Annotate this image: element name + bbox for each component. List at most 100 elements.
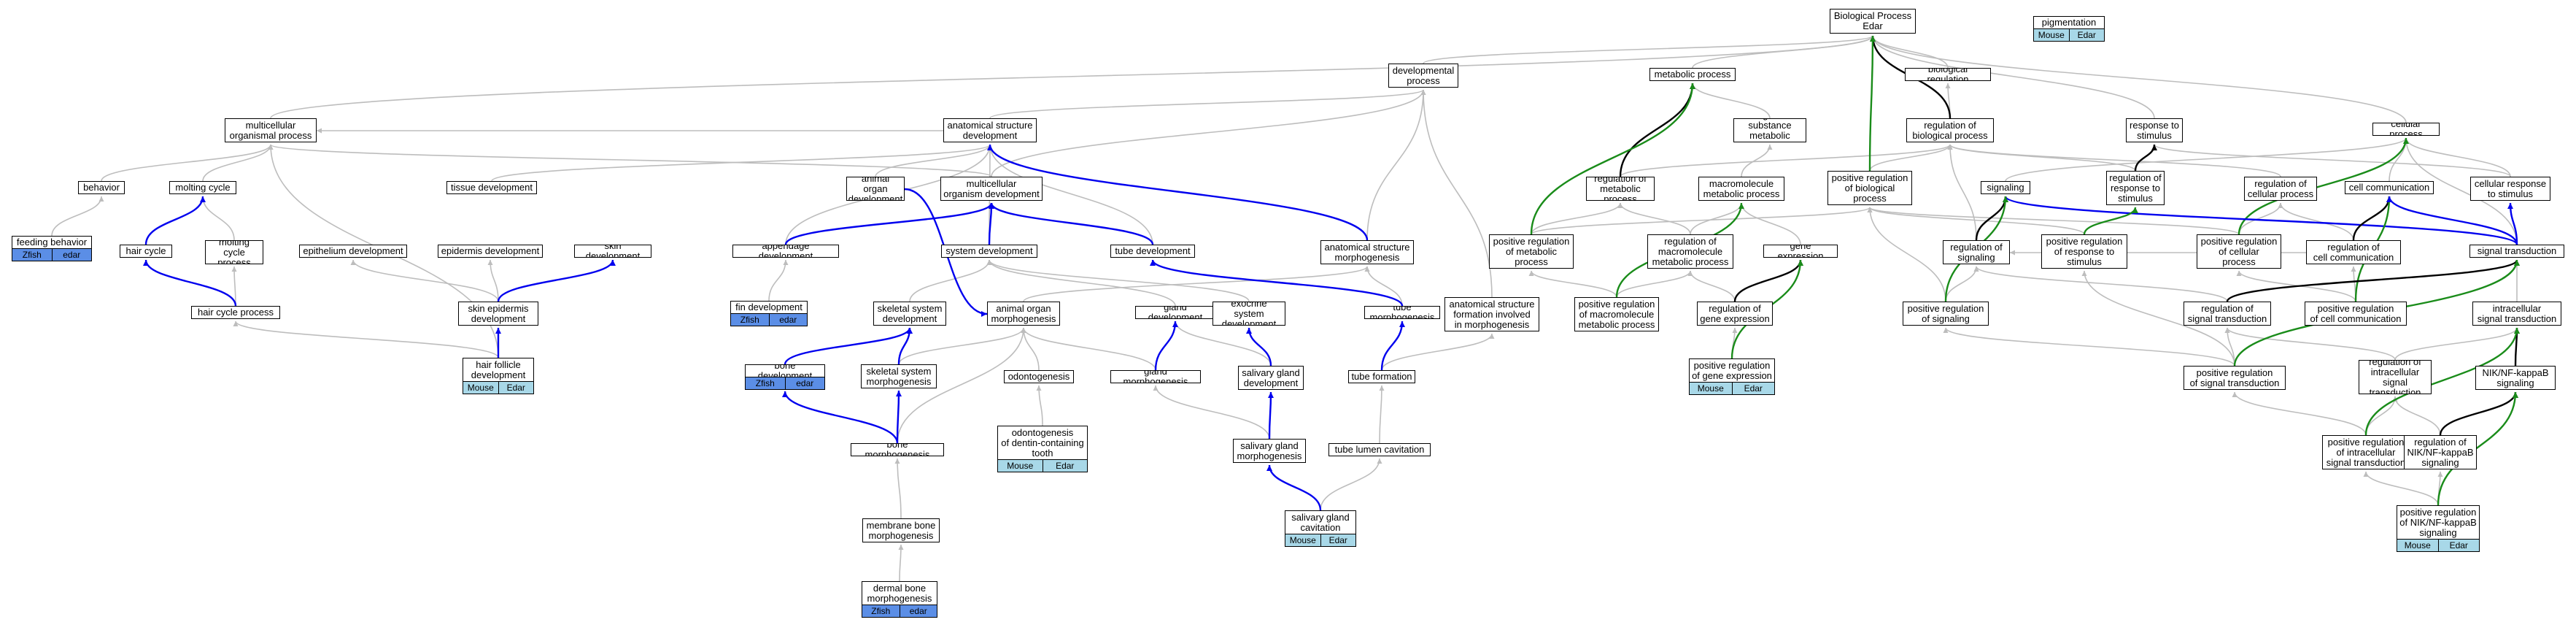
- node-haircycproc[interactable]: hair cycle process: [191, 306, 280, 319]
- node-orgsubst[interactable]: organic substance metabolic process: [1733, 118, 1806, 142]
- edge-regsigtrans-to-regsig: [1973, 266, 2228, 302]
- node-posregintra[interactable]: positive regulation of intracellular sig…: [2322, 435, 2410, 469]
- node-gland[interactable]: gland development: [1135, 306, 1215, 319]
- node-odonto[interactable]: odontogenesis: [1004, 370, 1074, 383]
- node-system[interactable]: system development: [941, 245, 1037, 258]
- edge-dermal-to-membrane: [898, 544, 904, 582]
- node-posregsig[interactable]: positive regulation of signaling: [1903, 302, 1989, 326]
- node-bonemorph[interactable]: bone morphogenesis: [851, 443, 944, 456]
- node-anatmorph[interactable]: anatomical structure morphogenesis: [1320, 240, 1414, 264]
- node-cellcomm[interactable]: cell communication: [2345, 181, 2434, 194]
- node-posregmacro[interactable]: positive regulation of macromolecule met…: [1574, 297, 1659, 331]
- node-skinepi[interactable]: skin epidermis development: [458, 302, 538, 326]
- node-regintra[interactable]: regulation of intracellular signal trans…: [2359, 360, 2432, 394]
- node-regcell[interactable]: regulation of cellular process: [2244, 177, 2317, 201]
- node-metproc[interactable]: metabolic process: [1649, 68, 1736, 81]
- node-intrasig[interactable]: intracellular signal transduction: [2472, 302, 2561, 326]
- edge-anatdev-to-devproc: [989, 89, 1426, 119]
- node-tissue[interactable]: tissue development: [446, 181, 537, 194]
- node-posregnfkb[interactable]: positive regulation of NIK/NF-kappaB sig…: [2397, 505, 2480, 552]
- node-multdev[interactable]: multicellular organism development: [940, 177, 1043, 201]
- node-label: molting cycle process: [217, 240, 251, 264]
- node-bp[interactable]: Biological Process Edar: [1830, 9, 1916, 34]
- node-posregbp[interactable]: positive regulation of biological proces…: [1827, 171, 1912, 205]
- node-tube[interactable]: tube development: [1110, 245, 1195, 258]
- node-haircyc[interactable]: hair cycle: [120, 245, 172, 258]
- node-skin[interactable]: skin development: [574, 245, 651, 258]
- node-skelmorph[interactable]: skeletal system morphogenesis: [861, 364, 937, 388]
- edge-posregmet-to-regmet: [1531, 202, 1623, 235]
- node-cellresp[interactable]: cellular response to stimulus: [2470, 177, 2550, 201]
- node-append[interactable]: appendage development: [732, 245, 839, 258]
- node-epith[interactable]: epithelium development: [299, 245, 407, 258]
- node-animmorph[interactable]: animal organ morphogenesis: [987, 302, 1060, 326]
- node-sigtrans[interactable]: signal transduction: [2469, 245, 2564, 258]
- node-tubeform[interactable]: tube formation: [1348, 370, 1415, 383]
- tag-zfish: edar: [51, 249, 91, 261]
- node-anatform[interactable]: anatomical structure formation involved …: [1444, 297, 1539, 331]
- node-label: anatomical structure development: [947, 119, 1033, 141]
- node-reggene[interactable]: regulation of gene expression: [1697, 302, 1773, 326]
- node-regnfkb[interactable]: regulation of NIK/NF-kappaB signaling: [2404, 435, 2477, 469]
- edge-odontodentin-to-odonto: [1036, 385, 1043, 426]
- node-nfkb[interactable]: NIK/NF-kappaB signaling: [2475, 366, 2556, 390]
- node-devproc[interactable]: developmental process: [1388, 64, 1458, 88]
- tag-zfish: Zfish: [862, 605, 900, 617]
- tag-mouse: Mouse: [1690, 383, 1732, 394]
- node-label: skeletal system morphogenesis: [866, 365, 932, 387]
- node-posregcellcomm[interactable]: positive regulation of cell communicatio…: [2305, 302, 2407, 326]
- node-moltcyc[interactable]: molting cycle: [169, 181, 236, 194]
- node-posregmet[interactable]: positive regulation of metabolic process: [1489, 234, 1574, 269]
- node-membrane[interactable]: membrane bone morphogenesis: [862, 518, 940, 542]
- node-anatdev[interactable]: anatomical structure development: [943, 118, 1037, 142]
- node-posregresp[interactable]: positive regulation of response to stimu…: [2041, 234, 2127, 269]
- edge-skelmorph-to-animmorph: [898, 327, 1026, 365]
- node-skelsys[interactable]: skeletal system development: [873, 302, 946, 326]
- node-glandmorph[interactable]: gland morphogenesis: [1110, 370, 1201, 383]
- node-cellproc[interactable]: cellular process: [2372, 123, 2440, 136]
- edge-glandmorph-to-gland: [1154, 321, 1178, 371]
- node-salgland[interactable]: salivary gland development: [1238, 366, 1304, 390]
- edge-regmacro-to-regmet: [1617, 202, 1691, 235]
- node-odontodentin[interactable]: odontogenesis of dentin-containing tooth…: [997, 426, 1088, 472]
- node-resp[interactable]: response to stimulus: [2126, 118, 2183, 142]
- node-regresp[interactable]: regulation of response to stimulus: [2106, 171, 2165, 205]
- tag-mouse: Edar: [1731, 383, 1774, 394]
- node-regmet[interactable]: regulation of metabolic process: [1586, 177, 1655, 201]
- node-exocrine[interactable]: exocrine system development: [1212, 302, 1285, 326]
- node-epiderm[interactable]: epidermis development: [438, 245, 543, 258]
- node-macromet[interactable]: macromolecule metabolic process: [1698, 177, 1784, 201]
- edge-tube-to-anatdev: [987, 144, 1153, 245]
- node-posregsigtrans[interactable]: positive regulation of signal transducti…: [2184, 366, 2286, 390]
- node-regsig[interactable]: regulation of signaling: [1943, 240, 2010, 264]
- node-tubelumen[interactable]: tube lumen cavitation: [1328, 443, 1431, 456]
- node-label: regulation of biological process: [1912, 119, 1988, 141]
- node-regcellcomm[interactable]: regulation of cell communication: [2306, 240, 2401, 264]
- node-geneexp[interactable]: gene expression: [1763, 245, 1838, 258]
- node-tubemorph[interactable]: tube morphogenesis: [1364, 306, 1440, 319]
- node-regmacro[interactable]: regulation of macromolecule metabolic pr…: [1647, 234, 1733, 269]
- node-label: metabolic process: [1654, 69, 1731, 80]
- edge-sigtrans-to-cellcomm: [2386, 196, 2518, 245]
- node-regbp[interactable]: regulation of biological process: [1906, 118, 1994, 142]
- node-moltcycproc[interactable]: molting cycle process: [205, 240, 263, 264]
- node-animorg[interactable]: animal organ development: [846, 177, 905, 201]
- node-regsigtrans[interactable]: regulation of signal transduction: [2184, 302, 2271, 326]
- node-label: salivary gland cavitation: [1291, 511, 1350, 533]
- node-multorg[interactable]: multicellular organismal process: [225, 118, 317, 142]
- node-behavior[interactable]: behavior: [78, 181, 125, 194]
- edge-posregsig-to-regsig: [1945, 266, 1979, 302]
- node-salmorph[interactable]: salivary gland morphogenesis: [1233, 439, 1306, 463]
- node-bioreg[interactable]: biological regulation: [1905, 68, 1991, 81]
- node-posregcell[interactable]: positive regulation of cellular process: [2197, 234, 2281, 269]
- node-signaling[interactable]: signaling: [1981, 181, 2030, 194]
